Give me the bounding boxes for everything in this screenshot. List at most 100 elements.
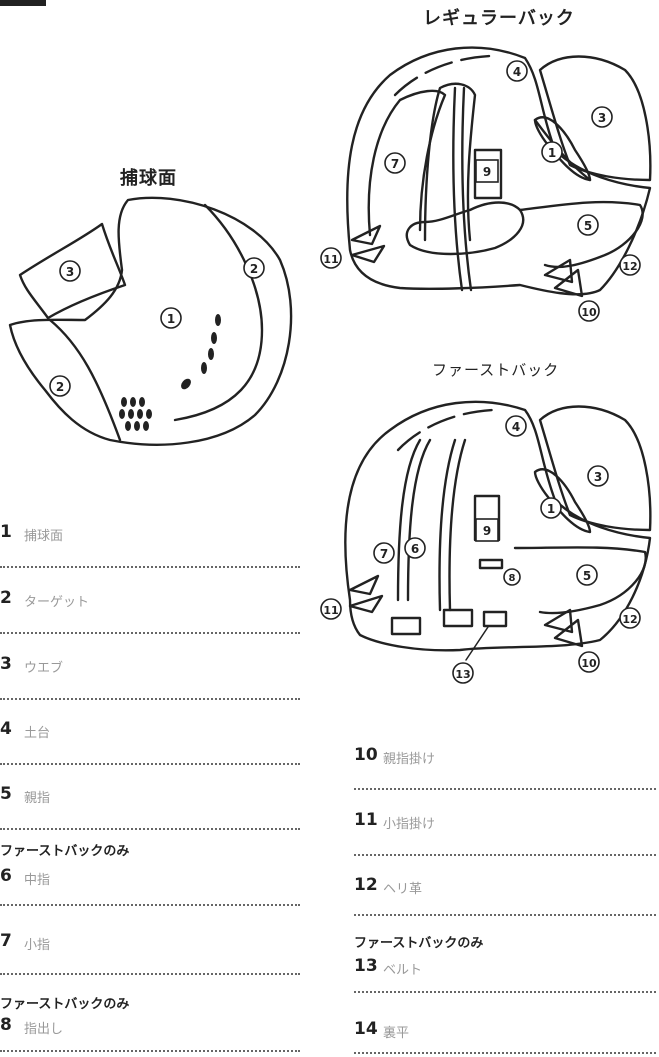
- corner-tab: [0, 0, 46, 6]
- part-label: 親指掛け: [383, 752, 436, 767]
- first-stitch-top: [396, 408, 494, 452]
- marker-first-8: 8: [509, 573, 516, 584]
- marker-first-9: 9: [483, 524, 491, 538]
- marker-reg-5: 5: [584, 219, 592, 233]
- part-number: 3: [0, 654, 12, 674]
- regular-web-piece: [538, 55, 652, 182]
- belt-leader-line: [465, 626, 489, 661]
- first-finger-a: [396, 438, 422, 602]
- regular-label-plate: [473, 148, 503, 200]
- first-outline: [344, 400, 652, 652]
- part-label: 小指掛け: [383, 817, 436, 832]
- part-label: ヘリ革: [383, 882, 423, 897]
- answer-line-14: [354, 1052, 656, 1054]
- marker-reg-10: 10: [581, 306, 597, 319]
- regular-thumb-strap: [405, 201, 525, 256]
- part-number: 4: [0, 719, 12, 739]
- marker-first-5: 5: [583, 569, 591, 583]
- answer-line-3: [0, 698, 300, 700]
- marker-first-12: 12: [622, 613, 637, 626]
- answer-line-7: [0, 973, 300, 975]
- marker-reg-12: 12: [622, 260, 637, 273]
- part-number: 10: [354, 745, 378, 765]
- part-number: 14: [354, 1019, 378, 1039]
- marker-face-1: 1: [167, 312, 175, 326]
- marker-reg-11: 11: [323, 253, 338, 266]
- answer-line-4: [0, 763, 300, 765]
- regular-pinky-hook: [350, 224, 386, 264]
- answer-line-11: [354, 854, 656, 856]
- part-label: 指出し: [24, 1022, 64, 1037]
- first-web-piece: [538, 405, 652, 532]
- regular-lace-a: [452, 86, 464, 292]
- first-back-only-note: ファーストバックのみ: [0, 997, 130, 1012]
- marker-first-3: 3: [594, 470, 602, 484]
- part-label: ベルト: [383, 963, 423, 978]
- part-label: ターゲット: [24, 595, 90, 610]
- marker-first-10: 10: [581, 657, 597, 670]
- first-belt-c: [482, 610, 508, 628]
- regular-lace-b: [461, 86, 473, 292]
- part-number: 2: [0, 588, 12, 608]
- part-label: 裏平: [383, 1026, 410, 1041]
- catching-face-title: 捕球面: [120, 168, 177, 189]
- regular-stitch-top: [393, 54, 492, 97]
- first-belt-a: [390, 616, 422, 636]
- marker-face-3: 3: [66, 265, 74, 279]
- marker-reg-3: 3: [598, 111, 606, 125]
- first-web-gap: [533, 468, 592, 534]
- regular-back-diagram: [346, 46, 652, 298]
- first-pinky-hook: [348, 574, 384, 614]
- regular-web-gap: [533, 116, 592, 182]
- part-label: 小指: [24, 938, 51, 953]
- first-belt-b: [442, 608, 474, 628]
- part-label: 土台: [24, 726, 51, 741]
- answer-line-13: [354, 991, 656, 993]
- part-number: 12: [354, 875, 378, 895]
- marker-reg-7: 7: [391, 157, 399, 171]
- regular-thumb-hook: [543, 258, 584, 298]
- marker-first-1: 1: [547, 502, 555, 516]
- part-number: 5: [0, 784, 12, 804]
- first-thumb-hook: [543, 608, 584, 648]
- part-number: 6: [0, 866, 12, 886]
- first-finger-c: [438, 438, 457, 612]
- marker-first-13: 13: [455, 668, 470, 681]
- part-number: 13: [354, 956, 378, 976]
- web-piece: [18, 222, 127, 320]
- regular-outline: [346, 46, 652, 296]
- regular-finger-b: [423, 82, 477, 242]
- marker-face-2a: 2: [250, 262, 258, 276]
- part-label: ウエブ: [24, 661, 64, 676]
- marker-reg-9: 9: [483, 165, 491, 179]
- marker-reg-1: 1: [548, 146, 556, 160]
- answer-line-6: [0, 904, 300, 906]
- part-label: 中指: [24, 873, 51, 888]
- first-back-only-note: ファーストバックのみ: [0, 844, 130, 859]
- target-inner-line: [173, 203, 264, 422]
- answer-line-1: [0, 566, 300, 568]
- part-number: 7: [0, 931, 12, 951]
- marker-first-11: 11: [323, 604, 338, 617]
- first-thumb: [513, 546, 647, 615]
- first-finger-out: [478, 558, 504, 570]
- first-back-only-note: ファーストバックのみ: [354, 936, 484, 951]
- answer-line-12: [354, 914, 656, 916]
- answer-line-5: [0, 828, 300, 830]
- face-outline: [8, 196, 293, 446]
- marker-face-2b: 2: [56, 380, 64, 394]
- part-label: 親指: [24, 791, 51, 806]
- first-finger-d: [448, 438, 467, 612]
- first-finger-b: [406, 438, 432, 602]
- marker-first-4: 4: [512, 420, 520, 434]
- regular-finger-a: [367, 89, 447, 237]
- part-number: 11: [354, 810, 378, 830]
- answer-line-2: [0, 632, 300, 634]
- part-number: 8: [0, 1015, 12, 1035]
- first-back-title: ファーストバック: [432, 361, 560, 379]
- marker-first-7: 7: [380, 547, 388, 561]
- marker-reg-4: 4: [513, 65, 521, 79]
- part-number: 1: [0, 522, 12, 542]
- part-label: 捕球面: [24, 529, 64, 544]
